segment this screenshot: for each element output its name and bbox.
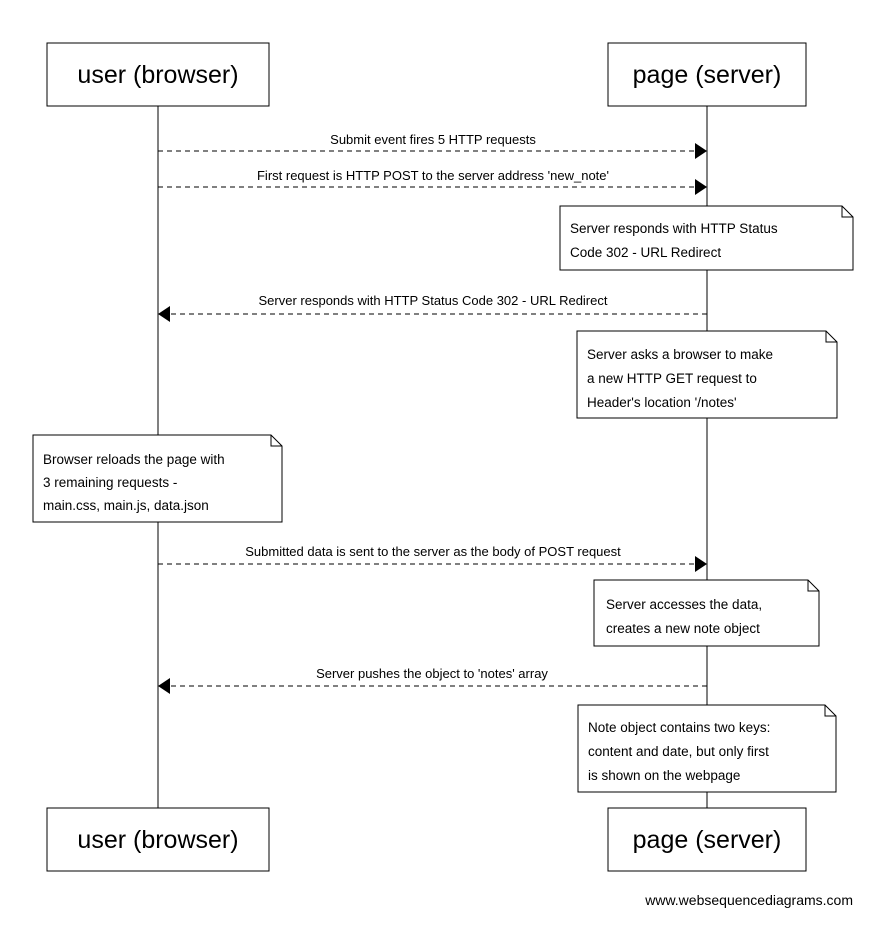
participant-user-label: user (browser) [77,61,238,89]
message-arrow: Server responds with HTTP Status Code 30… [158,293,707,322]
participant-user-top: user (browser) [46,42,270,107]
note-line: creates a new note object [606,621,760,636]
note-line: Server asks a browser to make [587,347,773,362]
message-label: Submitted data is sent to the server as … [245,544,621,559]
participant-user-bottom: user (browser) [46,807,270,872]
participant-server-label: page (server) [633,826,782,854]
note-line: 3 remaining requests - [43,475,177,490]
message-arrow: Submitted data is sent to the server as … [158,544,707,572]
participant-user-label: user (browser) [77,826,238,854]
message-arrow: Submit event fires 5 HTTP requests [158,132,707,159]
participant-server-top: page (server) [607,42,807,107]
note-line: Note object contains two keys: [588,720,770,735]
message-label: Submit event fires 5 HTTP requests [330,132,536,147]
participant-server-label: page (server) [633,61,782,89]
message-label: First request is HTTP POST to the server… [257,168,609,183]
note-line: Header's location '/notes' [587,395,737,410]
message-arrow: First request is HTTP POST to the server… [158,168,707,195]
note-line: main.css, main.js, data.json [43,498,209,513]
note: Server accesses the data, creates a new … [593,579,820,647]
note: Note object contains two keys: content a… [577,704,837,793]
note-line: Code 302 - URL Redirect [570,245,721,260]
watermark-text: www.websequencediagrams.com [644,892,853,908]
note: Server responds with HTTP Status Code 30… [559,205,854,271]
note-line: a new HTTP GET request to [587,371,757,386]
message-label: Server pushes the object to 'notes' arra… [316,666,548,681]
message-arrow: Server pushes the object to 'notes' arra… [158,666,707,694]
note: Server asks a browser to make a new HTTP… [576,330,838,419]
note-line: is shown on the webpage [588,768,740,783]
note-line: Server responds with HTTP Status [570,221,778,236]
note: Browser reloads the page with 3 remainin… [32,434,283,523]
note-line: Server accesses the data, [606,597,762,612]
participant-server-bottom: page (server) [607,807,807,872]
message-label: Server responds with HTTP Status Code 30… [259,293,608,308]
note-line: content and date, but only first [588,744,769,759]
note-line: Browser reloads the page with [43,452,225,467]
